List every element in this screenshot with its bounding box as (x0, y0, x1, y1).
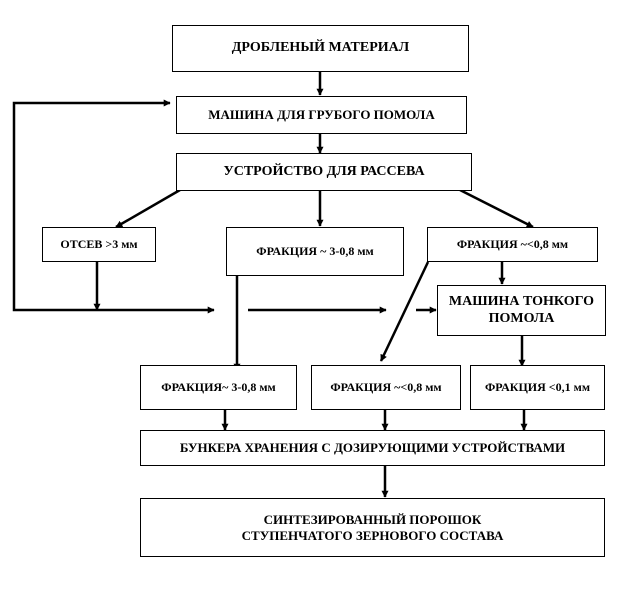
storage-bunkers-label: БУНКЕРА ХРАНЕНИЯ С ДОЗИРУЮЩИМИ УСТРОЙСТВ… (179, 440, 566, 456)
fraction-3-08-top-box: ФРАКЦИЯ ~ 3-0,8 мм (226, 227, 404, 276)
crushed-material-box: ДРОБЛЕНЫЙ МАТЕРИАЛ (172, 25, 469, 72)
screenings-label: ОТСЕВ >3 мм (60, 237, 138, 252)
synthesized-powder-label-line1: СИНТЕЗИРОВАННЫЙ ПОРОШОК (263, 512, 482, 528)
fraction-3-08-top-label: ФРАКЦИЯ ~ 3-0,8 мм (256, 244, 374, 259)
crushed-material-label: ДРОБЛЕНЫЙ МАТЕРИАЛ (231, 40, 410, 56)
coarse-mill-box: МАШИНА ДЛЯ ГРУБОГО ПОМОЛА (176, 96, 467, 134)
recycle-loop-line (12, 99, 171, 312)
fraction-lt08-top-label: ФРАКЦИЯ ~<0,8 мм (456, 237, 569, 252)
storage-bunkers-box: БУНКЕРА ХРАНЕНИЯ С ДОЗИРУЮЩИМИ УСТРОЙСТВ… (140, 430, 605, 466)
fraction-3-08-bottom-label: ФРАКЦИЯ~ 3-0,8 мм (161, 380, 276, 395)
fine-mill-label-line1: МАШИНА ТОНКОГО (448, 293, 595, 309)
arrow-sieve-to-fraction-lt08 (459, 188, 534, 229)
synthesized-powder-label-line2: СТУПЕНЧАТОГО ЗЕРНОВОГО СОСТАВА (241, 527, 504, 543)
fraction-lt08-bottom-label: ФРАКЦИЯ ~<0,8 мм (330, 380, 442, 395)
screenings-box: ОТСЕВ >3 мм (42, 227, 156, 262)
sieving-device-box: УСТРОЙСТВО ДЛЯ РАССЕВА (176, 153, 472, 191)
fraction-lt08-top-box: ФРАКЦИЯ ~<0,8 мм (427, 227, 598, 262)
arrow-lt08-diagonal-down (379, 261, 430, 362)
fraction-lt01-box: ФРАКЦИЯ <0,1 мм (470, 365, 605, 410)
fine-mill-label-line2: ПОМОЛА (488, 310, 555, 326)
sieving-device-label: УСТРОЙСТВО ДЛЯ РАССЕВА (223, 163, 425, 179)
coarse-mill-label: МАШИНА ДЛЯ ГРУБОГО ПОМОЛА (208, 107, 435, 123)
fraction-lt01-label: ФРАКЦИЯ <0,1 мм (485, 380, 590, 395)
fraction-3-08-bottom-box: ФРАКЦИЯ~ 3-0,8 мм (140, 365, 297, 410)
fine-mill-box: МАШИНА ТОНКОГО ПОМОЛА (437, 285, 606, 336)
arrow-sieve-to-screenings (115, 188, 181, 229)
fraction-lt08-bottom-box: ФРАКЦИЯ ~<0,8 мм (311, 365, 461, 410)
synthesized-powder-box: СИНТЕЗИРОВАННЫЙ ПОРОШОК СТУПЕНЧАТОГО ЗЕР… (140, 498, 605, 557)
